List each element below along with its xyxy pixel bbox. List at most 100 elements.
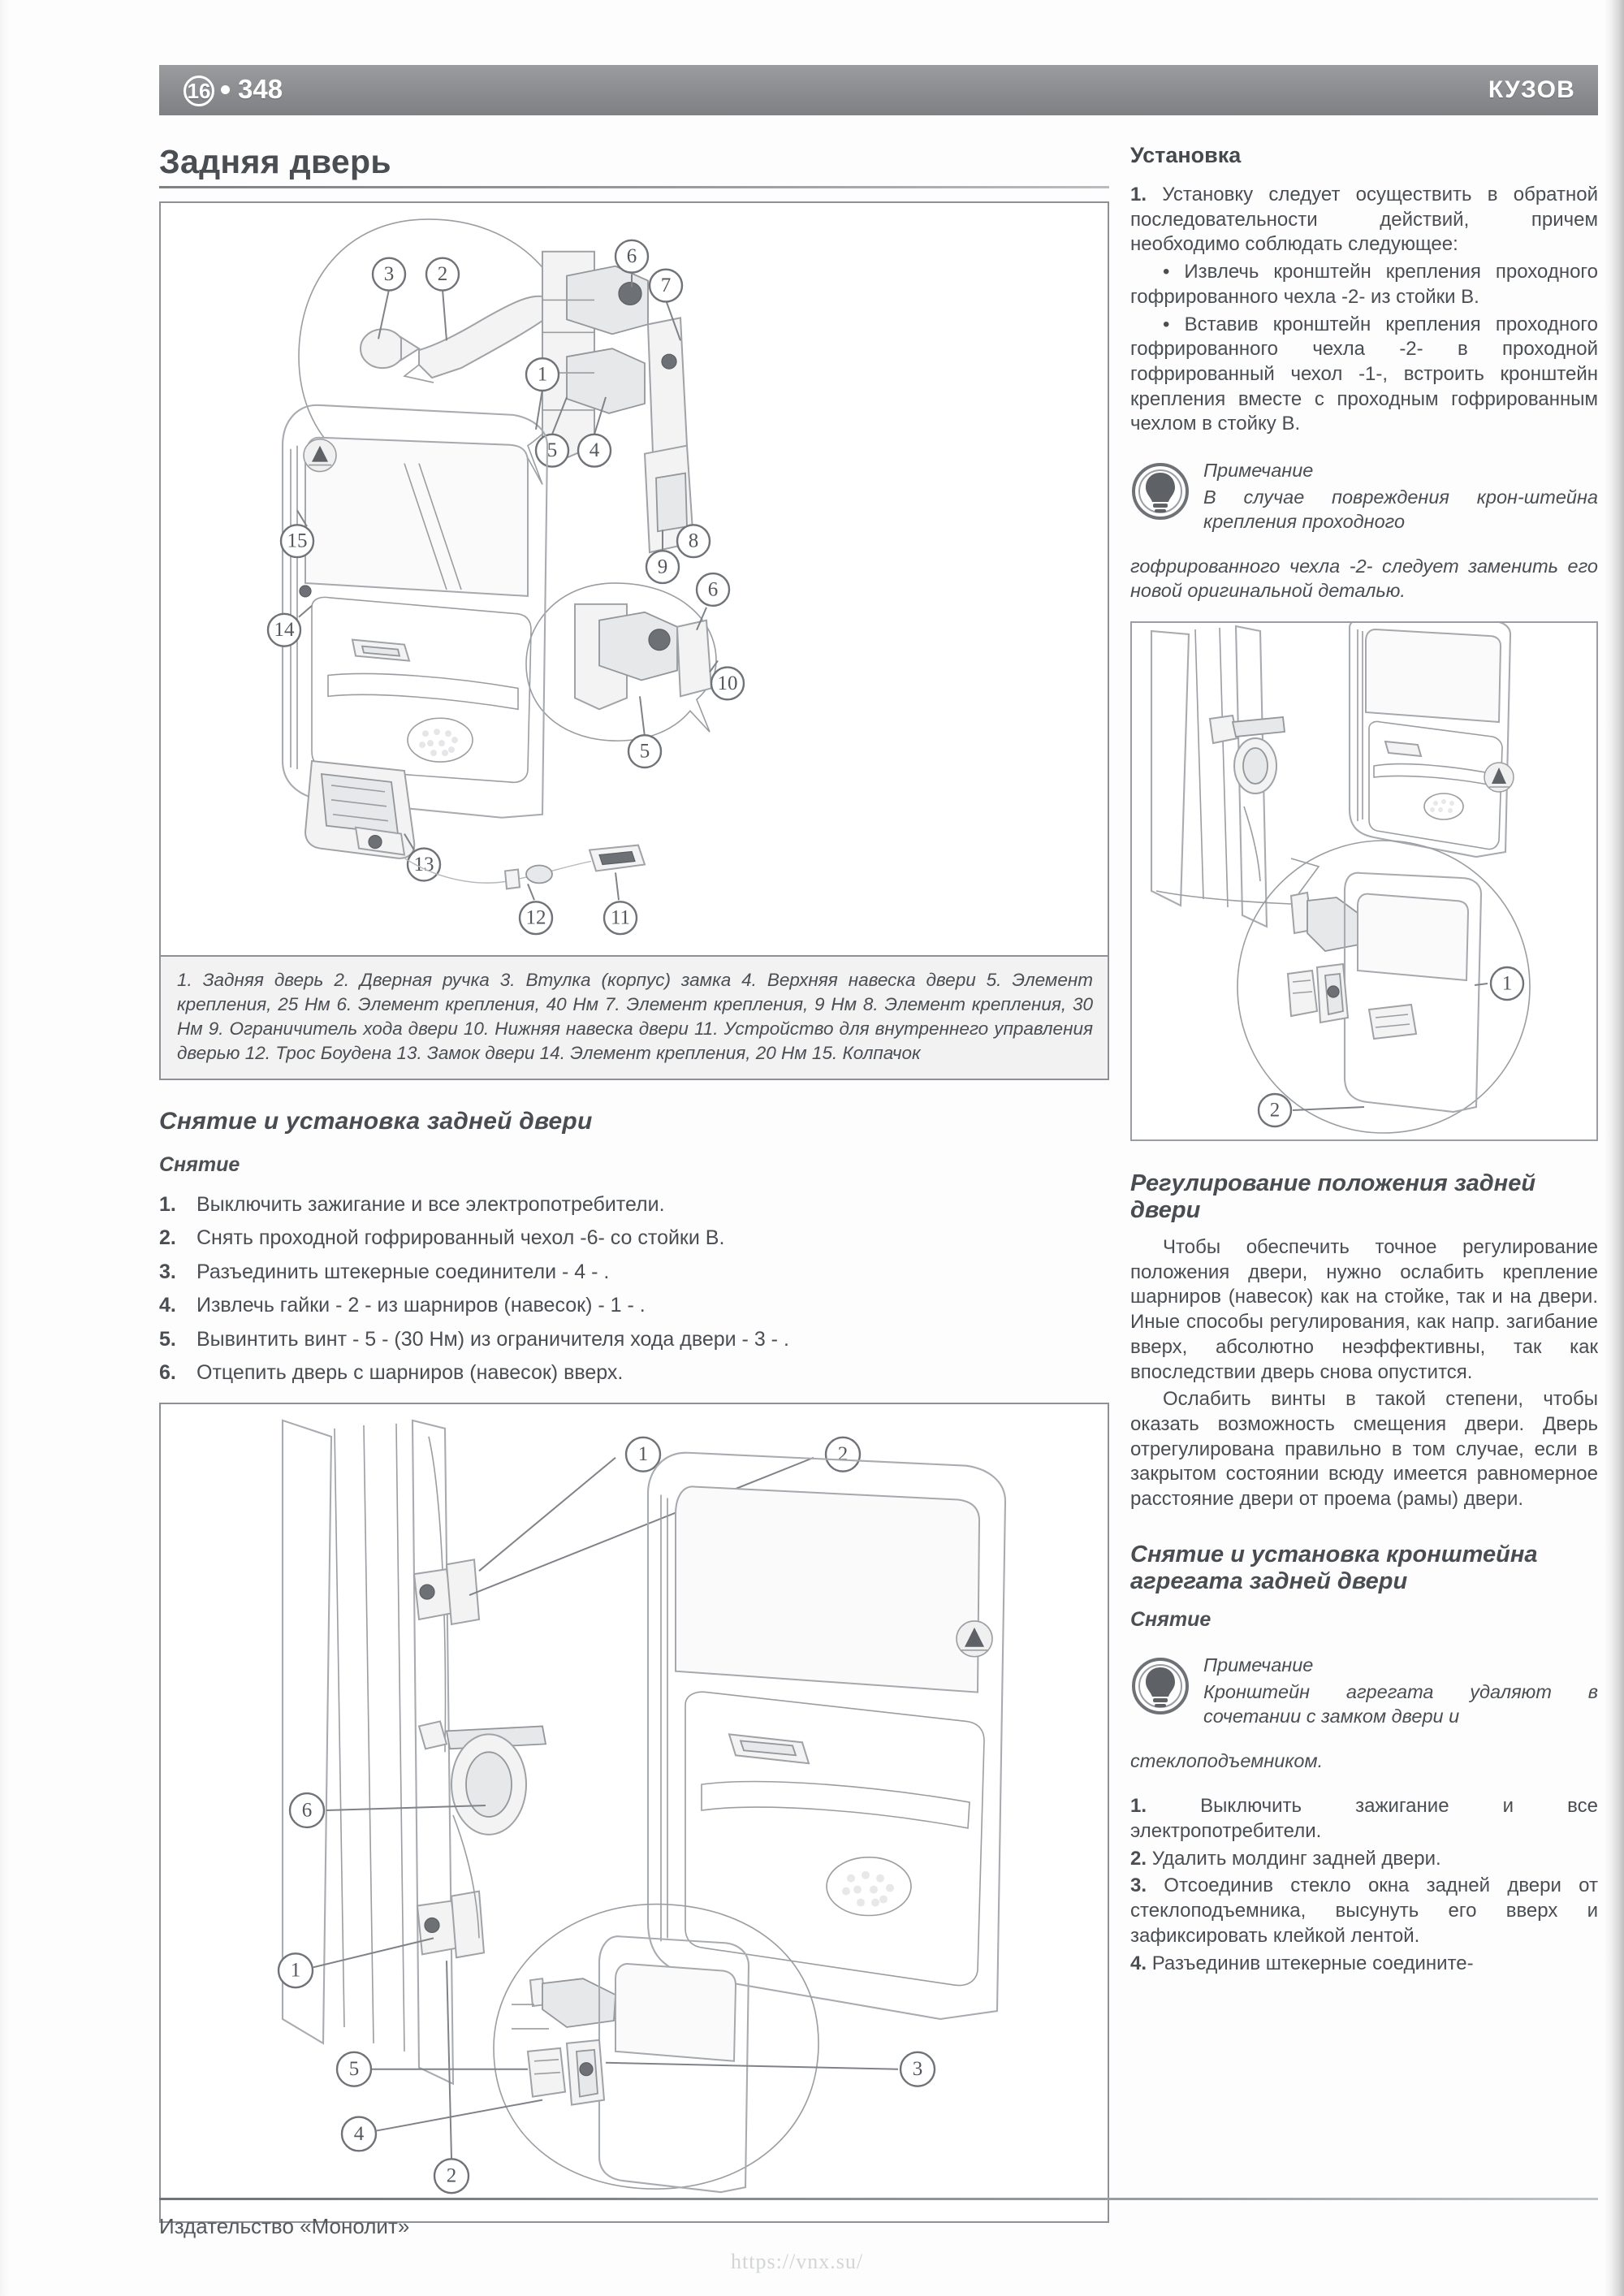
- svg-text:2: 2: [1270, 1099, 1281, 1121]
- rear-door-exploded-diagram: 3 2 6 7 5 4: [159, 201, 1109, 957]
- title-rule: [159, 186, 1109, 188]
- svg-text:7: 7: [661, 275, 671, 296]
- subheading-bracket-removal: Снятие: [1130, 1608, 1212, 1632]
- left-column: Задняя дверь 3 2: [159, 143, 1109, 2223]
- note-text-rest-2: стеклоподъемником.: [1130, 1749, 1324, 1771]
- list-item: 6. Отцепить дверь с шарниров (навесок) вв…: [159, 1360, 1109, 1386]
- bracket-step-2: 2. Удалить молдинг задней двери.: [1130, 1847, 1598, 1872]
- bracket-step-4: 4. Разъединив штекерные соедините-: [1130, 1952, 1598, 1977]
- scan-left-shadow: [0, 0, 11, 2296]
- step-text: Установку следует осуществить в обратной…: [1130, 184, 1598, 256]
- svg-text:5: 5: [547, 439, 557, 461]
- scan-right-shadow: [1603, 0, 1624, 2296]
- bullet-separator-icon: [221, 84, 230, 94]
- svg-text:2: 2: [838, 1443, 848, 1465]
- note-body-2: Примечание Кронштейн агрегата удаляют в …: [1203, 1653, 1598, 1729]
- removal-steps-list: 1. Выключить зажигание и все электропотре…: [159, 1191, 1109, 1386]
- rear-door-hinge-diagram: 1 2 6 1 2: [159, 1402, 1109, 2223]
- step-number: 1.: [1130, 184, 1147, 205]
- lightbulb-icon: [1130, 461, 1190, 521]
- svg-text:11: 11: [611, 907, 630, 929]
- watermark-url: https://vnx.su/: [731, 2250, 864, 2273]
- page-title: Задняя дверь: [159, 143, 391, 180]
- list-item: 1. Выключить зажигание и все электропотре…: [159, 1191, 1109, 1218]
- step-text: Выключить зажигание и все электропотреби…: [197, 1192, 665, 1216]
- note-block-2: Примечание Кронштейн агрегата удаляют в …: [1130, 1653, 1598, 1729]
- footer-rule: [159, 2198, 1598, 2200]
- svg-text:4: 4: [354, 2123, 365, 2145]
- step-text: Снять проходной гофрированный чехол -6- …: [197, 1226, 725, 1250]
- note-body-1: Примечание В случае повреждения крон-ште…: [1203, 458, 1598, 534]
- svg-text:6: 6: [627, 245, 637, 267]
- lightbulb-icon-svg: [1132, 1658, 1189, 1715]
- svg-text:4: 4: [590, 439, 600, 461]
- note-label: Примечание: [1203, 460, 1314, 482]
- step-text: Разъединить штекерные соединители - 4 - …: [197, 1260, 610, 1283]
- svg-text:14: 14: [274, 619, 296, 641]
- adjustment-paragraph-2: Ослабить винты в такой степени, чтобы ок…: [1130, 1388, 1598, 1511]
- svg-text:5: 5: [640, 741, 650, 763]
- rear-door-seal-bracket-diagram: 1 2: [1130, 620, 1598, 1141]
- install-bullet-2: Вставив кронштейн крепления проходного г…: [1130, 313, 1598, 438]
- step-number: 2.: [159, 1226, 176, 1250]
- step-text: Удалить молдинг задней двери.: [1151, 1847, 1441, 1870]
- svg-text:8: 8: [689, 530, 698, 552]
- note-text-rest-1: гофрированного чехла -2- следует заменит…: [1130, 555, 1598, 602]
- svg-text:6: 6: [302, 1799, 312, 1821]
- step-number: 1.: [1130, 1795, 1147, 1818]
- lightbulb-icon: [1130, 1656, 1190, 1716]
- page-number: 348: [238, 73, 283, 104]
- svg-text:1: 1: [1502, 972, 1513, 994]
- step-text: Вывинтить винт - 5 - (30 Нм) из ограничи…: [197, 1327, 789, 1351]
- step-text: Извлечь гайки - 2 - из шарниров (навесок…: [197, 1294, 646, 1317]
- list-item: 5. Вывинтить винт - 5 - (30 Нм) из ограни…: [159, 1326, 1109, 1353]
- svg-text:1: 1: [638, 1443, 648, 1465]
- footer-publisher: Издательство «Монолит»: [159, 2214, 410, 2238]
- bracket-step-1: 1. Выключить зажигание и все электропотр…: [1130, 1794, 1598, 1844]
- heading-installation: Установка: [1130, 143, 1242, 167]
- note-label: Примечание: [1203, 1654, 1314, 1676]
- install-bullet-1: Извлечь кронштейн крепления проходного г…: [1130, 260, 1598, 309]
- step-number: 4.: [1130, 1952, 1147, 1974]
- svg-text:1: 1: [538, 364, 547, 386]
- svg-text:6: 6: [708, 578, 718, 600]
- svg-text:10: 10: [718, 672, 738, 694]
- note-text-head: Кронштейн агрегата удаляют в сочетании с…: [1203, 1680, 1598, 1727]
- svg-text:3: 3: [384, 263, 394, 285]
- step-text: Разъединив штекерные соедините-: [1151, 1952, 1474, 1974]
- svg-text:9: 9: [658, 556, 667, 578]
- step-number: 6.: [159, 1361, 176, 1385]
- install-step-1: 1. Установку следует осуществить в обрат…: [1130, 183, 1598, 257]
- heading-bracket-removal-install: Снятие и установка кронштейна агрегата з…: [1130, 1541, 1538, 1594]
- diagram-canvas-2: 1 2 6 1 2: [277, 1419, 1007, 2194]
- step-number: 4.: [159, 1294, 176, 1317]
- header-section-title: КУЗОВ: [1488, 76, 1575, 103]
- step-number: 3.: [1130, 1874, 1147, 1897]
- step-number: 5.: [159, 1327, 176, 1351]
- svg-text:2: 2: [438, 263, 447, 285]
- svg-text:2: 2: [447, 2164, 456, 2186]
- figure-legend: 1. Задняя дверь 2. Дверная ручка 3. Втул…: [159, 957, 1109, 1080]
- svg-text:12: 12: [526, 907, 546, 929]
- step-number: 3.: [159, 1260, 176, 1283]
- note-text-head: В случае повреждения крон-штейна креплен…: [1203, 486, 1598, 533]
- right-column: Установка 1. Установку следует осуществи…: [1130, 143, 1598, 1978]
- svg-text:1: 1: [291, 1959, 300, 1981]
- lightbulb-icon-svg: [1132, 463, 1189, 521]
- step-number: 1.: [159, 1192, 176, 1216]
- list-item: 4. Извлечь гайки - 2 - из шарниров (навес…: [159, 1292, 1109, 1319]
- note-block-1: Примечание В случае повреждения крон-ште…: [1130, 458, 1598, 534]
- step-text: Выключить зажигание и все электропотреби…: [1130, 1795, 1598, 1842]
- svg-text:15: 15: [287, 530, 308, 552]
- step-text: Отцепить дверь с шарниров (навесок) ввер…: [197, 1361, 624, 1385]
- diagram-canvas-3: 1 2: [1150, 622, 1531, 1134]
- svg-text:5: 5: [349, 2058, 359, 2080]
- svg-text:3: 3: [913, 2058, 922, 2080]
- subheading-removal: Снятие: [159, 1152, 240, 1176]
- step-text: Отсоединив стекло окна задней двери от с…: [1130, 1874, 1598, 1947]
- list-item: 2. Снять проходной гофрированный чехол -6…: [159, 1225, 1109, 1252]
